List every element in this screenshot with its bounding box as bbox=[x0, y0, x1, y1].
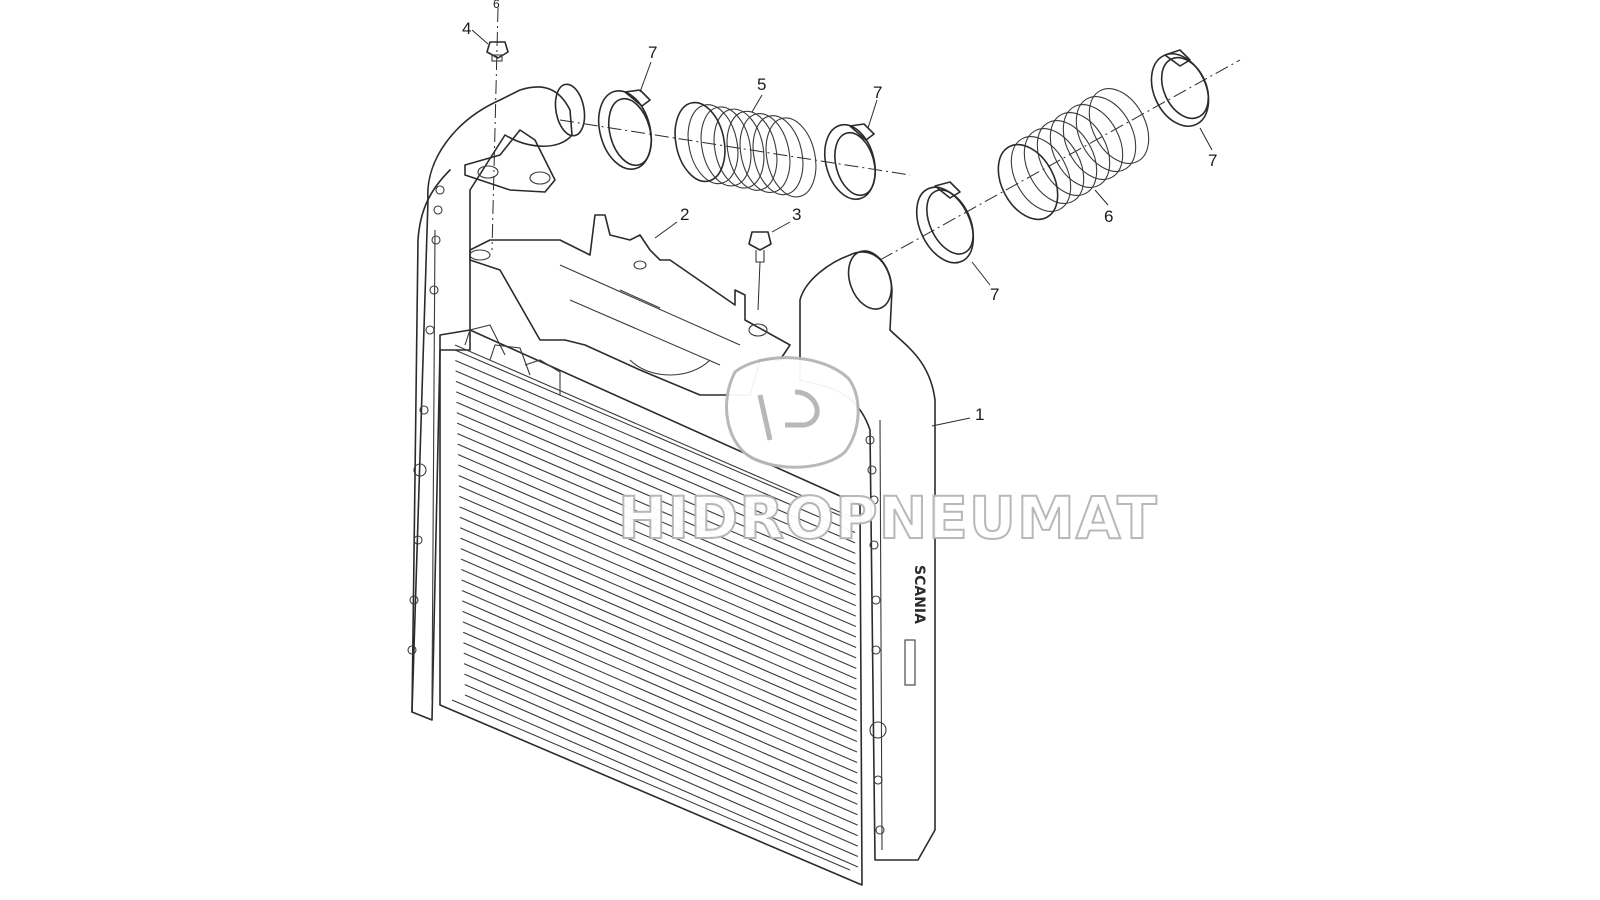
core-fin-line bbox=[461, 569, 858, 743]
bolt-part-4 bbox=[486, 7, 509, 251]
hose-corrugation bbox=[1036, 120, 1098, 196]
core-fin-line bbox=[454, 349, 856, 523]
core-fin-line bbox=[456, 422, 856, 596]
bolt-part-3 bbox=[748, 231, 772, 337]
callout-7-lower: 7 bbox=[990, 285, 999, 304]
watermark-logo bbox=[725, 356, 860, 469]
core-fin-line bbox=[457, 443, 857, 617]
watermark-text: HIDROPNEUMAT bbox=[618, 484, 1158, 552]
hose-part-5 bbox=[674, 101, 817, 198]
core-fin-line bbox=[456, 401, 856, 575]
hose-corrugation bbox=[1062, 104, 1124, 180]
core-fin-line bbox=[462, 610, 858, 784]
core-fin-line bbox=[461, 579, 858, 753]
core-fin-line bbox=[464, 673, 859, 847]
hose-clamp-7a bbox=[597, 89, 653, 170]
core-fin-line bbox=[463, 663, 858, 837]
core-fin-line bbox=[462, 600, 858, 774]
callout-4: 4 bbox=[462, 19, 471, 38]
core-fin-line bbox=[461, 589, 858, 763]
core-fin-line bbox=[455, 370, 856, 544]
callout-1: 1 bbox=[975, 405, 984, 424]
axis-left-hose bbox=[559, 119, 911, 176]
callout-7-right: 7 bbox=[1208, 151, 1217, 170]
intercooler-body: SCANIA bbox=[407, 83, 936, 886]
core-fin-line bbox=[460, 537, 857, 711]
callout-2: 2 bbox=[680, 205, 689, 224]
core-fin-line bbox=[455, 380, 856, 554]
watermark: HIDROPNEUMAT bbox=[617, 356, 1158, 553]
callout-3: 3 bbox=[792, 205, 801, 224]
core-fin-line bbox=[464, 684, 859, 858]
intercooler-core-fins bbox=[454, 349, 859, 868]
hose-clamp-7b bbox=[824, 123, 876, 201]
core-fin-line bbox=[463, 642, 858, 816]
callout-7-left: 7 bbox=[648, 43, 657, 62]
hose-corrugation bbox=[1010, 136, 1072, 212]
callout-top-label: 6 bbox=[493, 0, 500, 11]
outlet-flange-bracket bbox=[464, 129, 556, 193]
core-fin-line bbox=[456, 412, 856, 586]
mounting-bracket bbox=[469, 214, 791, 396]
core-fin-line bbox=[458, 485, 857, 659]
callout-leaders bbox=[471, 29, 1213, 427]
core-fin-line bbox=[460, 548, 857, 722]
core-fin-line bbox=[460, 558, 858, 732]
callout-6: 6 bbox=[1104, 207, 1113, 226]
hose-corrugation bbox=[997, 143, 1059, 221]
hose-corrugation bbox=[674, 101, 726, 183]
axis-right-hose bbox=[879, 59, 1241, 261]
core-fin-line bbox=[462, 631, 858, 805]
hose-corrugation bbox=[1088, 88, 1150, 164]
hose-corrugation bbox=[1023, 128, 1085, 204]
brand-label: SCANIA bbox=[911, 565, 927, 624]
hose-corrugation bbox=[1075, 96, 1137, 172]
core-fin-line bbox=[455, 359, 856, 533]
core-fin-line bbox=[459, 506, 857, 680]
core-fin-line bbox=[464, 694, 859, 868]
core-fin-line bbox=[458, 464, 857, 638]
callout-5: 5 bbox=[757, 75, 766, 94]
core-fin-line bbox=[457, 454, 857, 628]
core-fin-line bbox=[459, 527, 857, 701]
hose-corrugation bbox=[1049, 112, 1111, 188]
core-fin-line bbox=[458, 474, 857, 648]
core-fin-line bbox=[457, 433, 856, 607]
core-fin-line bbox=[462, 621, 858, 795]
core-fin-line bbox=[459, 495, 857, 669]
core-fin-line bbox=[455, 391, 856, 565]
core-fin-line bbox=[459, 516, 857, 690]
hose-clamp-7c bbox=[915, 181, 975, 264]
core-fin-line bbox=[463, 652, 858, 826]
callout-7-middle: 7 bbox=[873, 83, 882, 102]
hose-part-6 bbox=[997, 88, 1150, 221]
hose-clamp-7d bbox=[1150, 49, 1210, 127]
